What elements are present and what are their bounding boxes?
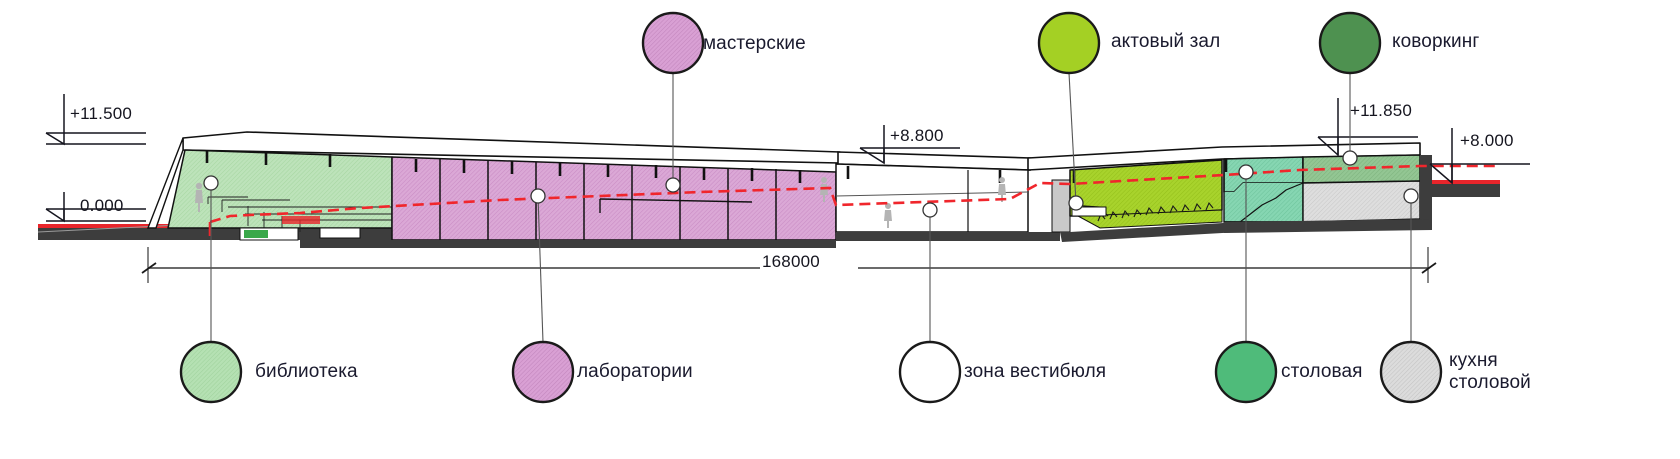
overall-dimension-line bbox=[141, 247, 1437, 283]
elevation-label-0000: 0.000 bbox=[80, 196, 124, 215]
zone-library bbox=[167, 149, 393, 241]
legend-label-laboratorii: лаборатории bbox=[577, 361, 693, 382]
elevation-marker-8800 bbox=[859, 125, 960, 165]
legend-label-stolovaya: столовая bbox=[1281, 361, 1363, 382]
legend-label-biblioteka: библиотека bbox=[255, 361, 358, 382]
elevation-marker-8000 bbox=[1429, 128, 1530, 185]
legend-circle-masterskie bbox=[641, 11, 705, 75]
overall-dimension-label: 168000 bbox=[762, 252, 820, 271]
elevation-marker-11500 bbox=[45, 94, 146, 146]
legend-label-vestibyulya: зона вестибюля bbox=[964, 361, 1107, 382]
legend-label-kuhnya-stolovoy: кухня столовой bbox=[1449, 350, 1531, 393]
elevation-label-8000: +8.000 bbox=[1460, 131, 1514, 150]
zone-assembly-hall bbox=[1060, 159, 1240, 242]
legend-circle-laboratorii bbox=[511, 340, 575, 404]
elevation-marker-0000 bbox=[45, 192, 146, 223]
legend-leader-lines bbox=[210, 72, 1412, 343]
zone-laboratories bbox=[300, 156, 837, 248]
elevation-markers bbox=[45, 94, 1530, 223]
legend-label-koverking: коворкинг bbox=[1392, 31, 1480, 52]
legend-circle-kuhnya bbox=[1379, 340, 1443, 404]
legend-circle-vestibyulya bbox=[898, 340, 962, 404]
elevation-label-11500: +11.500 bbox=[70, 104, 133, 123]
legend-circle-koverking bbox=[1318, 11, 1382, 75]
legend-circle-stolovaya bbox=[1214, 340, 1278, 404]
section-cut-line bbox=[208, 164, 1500, 236]
legend-circles bbox=[179, 11, 1443, 404]
elevation-marker-11850 bbox=[1317, 98, 1418, 157]
zone-dining bbox=[1223, 156, 1304, 223]
zone-vestibule bbox=[820, 163, 1071, 241]
leader-terminal-circles bbox=[203, 150, 1419, 218]
legend-label-aktovyy-zal: актовый зал bbox=[1111, 31, 1221, 52]
elevation-label-8800: +8.800 bbox=[890, 126, 944, 145]
elevation-label-11850: +11.850 bbox=[1350, 101, 1413, 120]
zone-kitchen bbox=[1224, 155, 1432, 233]
legend-label-masterskie: мастерские bbox=[703, 33, 806, 54]
legend-circle-aktovyy-zal bbox=[1037, 11, 1101, 75]
legend-circle-biblioteka bbox=[179, 340, 243, 404]
leader-aktovyy-zal bbox=[1068, 72, 1077, 204]
leader-laboratorii bbox=[537, 195, 544, 343]
